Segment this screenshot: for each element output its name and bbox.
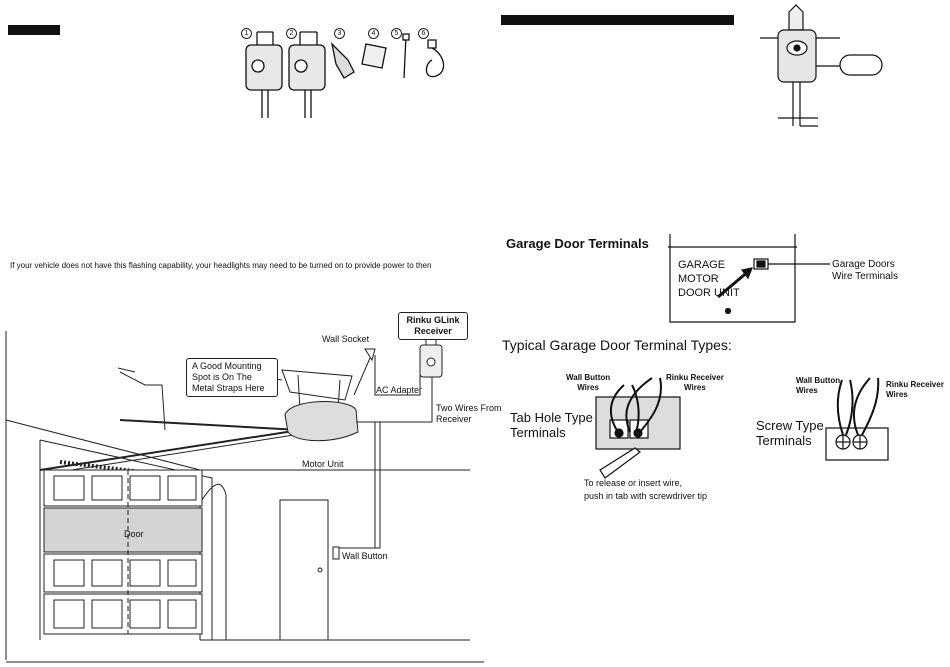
wire-terminals-label: Garage Doors Wire Terminals — [832, 259, 898, 282]
part-number: 4 — [368, 28, 379, 39]
door-label: Door — [124, 529, 144, 539]
screw-wall-button-label: Wall Button Wires — [796, 376, 841, 395]
receiver-label: Rinku GLink Receiver — [398, 312, 468, 340]
headlight-note: If your vehicle does not have this flash… — [10, 261, 432, 270]
tab-hole-type-label: Tab Hole Type Terminals — [510, 410, 593, 440]
part-number: 3 — [334, 28, 345, 39]
two-wires-label: Two Wires From Receiver — [436, 403, 502, 424]
screw-type-label: Screw Type Terminals — [756, 418, 824, 448]
wall-button-label: Wall Button — [342, 551, 388, 561]
part-number: 6 — [418, 28, 429, 39]
terminals-heading: Garage Door Terminals — [506, 236, 649, 251]
unit-label: GARAGE MOTOR DOOR UNIT — [678, 259, 740, 299]
mounting-spot-callout: A Good Mounting Spot is On The Metal Str… — [186, 358, 278, 397]
tab-hole-receiver-label: Rinku Receiver Wires — [666, 373, 724, 392]
tab-hole-wall-button-label: Wall Button Wires — [566, 373, 611, 392]
part-number: 1 — [241, 28, 252, 39]
tab-hole-instruction: To release or insert wire, push in tab w… — [584, 478, 708, 501]
terminal-types-heading: Typical Garage Door Terminal Types: — [502, 337, 732, 353]
part-number: 5 — [391, 28, 402, 39]
ac-adapter-label: AC Adapter — [376, 385, 423, 395]
section-header-bar — [8, 25, 60, 35]
wall-socket-label: Wall Socket — [322, 334, 370, 344]
section-header-bar — [501, 15, 734, 25]
screw-receiver-label: Rinku Receiver Wires — [886, 380, 944, 399]
motor-unit-label: Motor Unit — [302, 459, 344, 469]
part-number: 2 — [286, 28, 297, 39]
